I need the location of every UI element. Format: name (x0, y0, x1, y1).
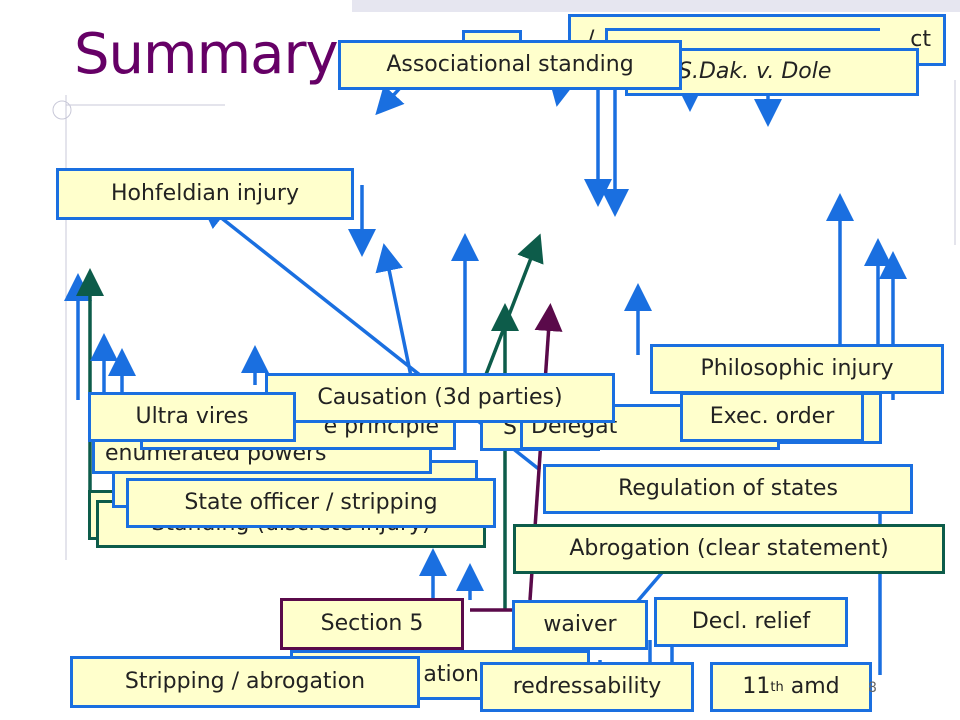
box-decl-relief: Decl. relief (654, 597, 848, 647)
box-waiver: waiver (512, 600, 648, 650)
box-philosophic-injury: Philosophic injury (650, 344, 944, 394)
box-ultra-vires: Ultra vires (88, 392, 296, 442)
page-number: 8 (868, 680, 877, 696)
box-state-officer-stripping: State officer / stripping (126, 478, 496, 528)
arrow (478, 233, 544, 391)
box-regulation-of-states: Regulation of states (543, 464, 913, 514)
box-section5: Section 5 (280, 598, 464, 650)
box-abrogation-clear: Abrogation (clear statement) (513, 524, 945, 574)
box-redressability: redressability (480, 662, 694, 712)
box-associational-standing: Associational standing (338, 40, 682, 90)
box-stripping-abrogation: Stripping / abrogation (70, 656, 420, 708)
arrow (548, 76, 576, 107)
box-exec-order: Exec. order (680, 392, 864, 442)
box-causation: Causation (3d parties) (265, 373, 615, 423)
slide-title: Summary (74, 22, 339, 87)
arrow (375, 85, 405, 116)
box-hohfeldian-injury: Hohfeldian injury (56, 168, 354, 220)
